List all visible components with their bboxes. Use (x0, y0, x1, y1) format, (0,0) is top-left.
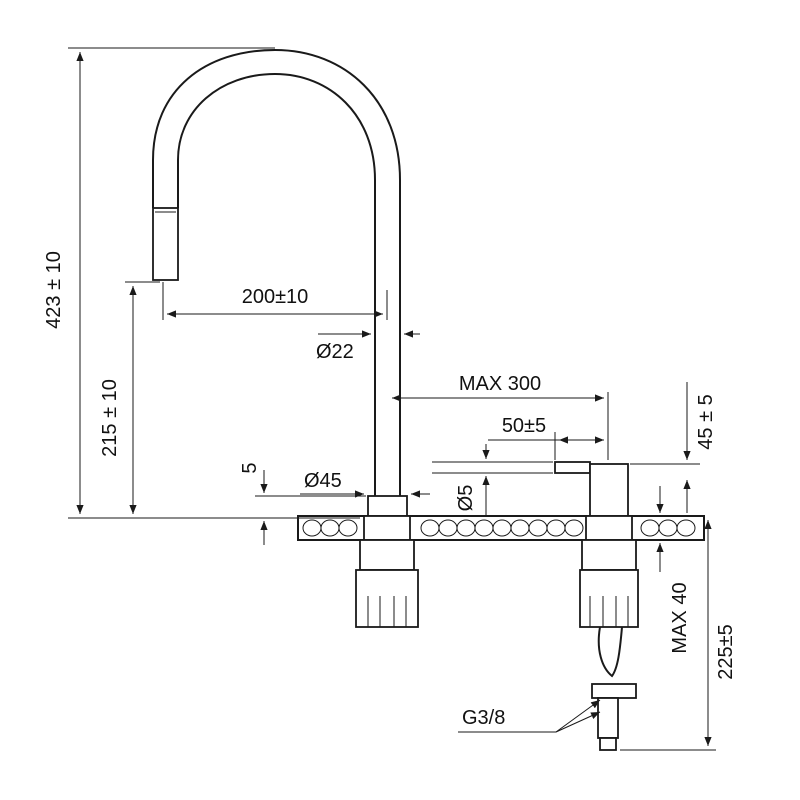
total-height-label: 423 ± 10 (43, 251, 65, 329)
dimension-lever-diameter: Ø5 (432, 444, 553, 516)
dimension-total-height: 423 ± 10 (43, 47, 360, 519)
max-40-label: MAX 40 (669, 582, 691, 653)
dispenser-lever (554, 461, 591, 474)
dispenser-height-label: 45 ± 5 (695, 394, 717, 449)
spout-diameter-label: Ø22 (316, 341, 354, 363)
dimension-max-40: MAX 40 (656, 486, 691, 654)
faucet-spout (152, 48, 401, 496)
dimension-base-height: 5 (239, 462, 366, 545)
base-height-label: 5 (239, 462, 261, 473)
dimension-base-diameter: Ø45 (300, 470, 430, 498)
faucet-base (355, 495, 419, 628)
dimension-lever-length: 50±5 (488, 415, 604, 460)
dimension-under-counter: 225±5 (620, 520, 737, 751)
under-counter-label: 225±5 (715, 624, 737, 679)
lever-length-label: 50±5 (502, 415, 546, 437)
spout-reach-label: 200±10 (242, 286, 309, 308)
lever-diameter-label: Ø5 (455, 485, 477, 512)
dimension-spout-diameter: Ø22 (316, 330, 420, 363)
faucet-mounting-nut (355, 569, 419, 628)
dispenser-mounting-nut (579, 569, 639, 628)
soap-dispenser (554, 461, 639, 751)
callout-connection-thread: G3/8 (458, 699, 601, 733)
dimension-spout-reach: 200±10 (162, 282, 388, 320)
dimension-dispenser-height: 45 ± 5 (630, 382, 717, 513)
outlet-height-label: 215 ± 10 (99, 379, 121, 457)
pull-out-spray-head (152, 207, 179, 281)
connection-thread-label: G3/8 (462, 707, 505, 729)
countertop (297, 515, 705, 541)
base-diameter-label: Ø45 (304, 470, 342, 492)
dimension-max-300: MAX 300 (392, 373, 609, 460)
max-300-label: MAX 300 (459, 373, 541, 395)
g38-connector (599, 737, 617, 751)
dimension-outlet-height: 215 ± 10 (99, 281, 160, 514)
